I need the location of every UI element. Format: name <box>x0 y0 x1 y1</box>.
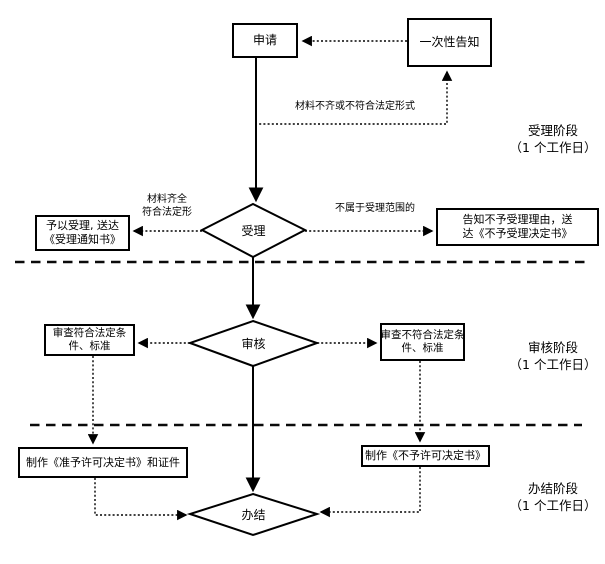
apply-box-label: 申请 <box>252 33 277 47</box>
stage-label-accept: 受理阶段 （1 个工作日） <box>503 122 603 156</box>
reject-accept-line2: 达《不予受理决定书》 <box>462 227 573 240</box>
one-time-notice-box: 一次性告知 <box>407 18 492 67</box>
review-pass-line1: 审查符合法定条 <box>52 326 127 339</box>
review-fail-line2: 件、标准 <box>401 342 444 354</box>
stage-accept-name: 受理阶段 <box>527 123 578 138</box>
stage-complete-name: 办结阶段 <box>527 481 578 496</box>
edge-label-materials-incomplete: 材料不齐或不符合法定形式 <box>295 101 415 112</box>
review-pass-line2: 件、标准 <box>68 340 111 352</box>
stage-accept-duration: （1 个工作日） <box>509 140 597 155</box>
reject-accept-line1: 告知不予受理理由，送 <box>462 213 573 227</box>
edge-label-materials-complete-line2: 符合法定形 <box>142 206 192 218</box>
stage-review-name: 审核阶段 <box>527 340 578 355</box>
edge-label-materials-complete-line1: 材料齐全 <box>147 194 187 205</box>
accept-diamond-shape <box>199 202 308 259</box>
make-reject-label: 制作《不予许可决定书》 <box>365 449 486 463</box>
review-fail-box: 审查不符合法定条 件、标准 <box>380 323 465 361</box>
review-diamond-shape <box>187 319 321 368</box>
stage-label-complete: 办结阶段 （1 个工作日） <box>503 480 603 514</box>
make-permit-label: 制作《准予许可决定书》和证件 <box>26 455 180 469</box>
grant-accept-box: 予以受理, 送达 《受理通知书》 <box>35 215 130 251</box>
stage-complete-duration: （1 个工作日） <box>509 498 597 513</box>
complete-diamond-shape <box>186 492 321 537</box>
one-time-notice-label: 一次性告知 <box>419 35 480 49</box>
make-reject-box: 制作《不予许可决定书》 <box>361 445 490 467</box>
stage-label-review: 审核阶段 （1 个工作日） <box>503 339 603 373</box>
grant-accept-line1: 予以受理, 送达 <box>46 219 119 233</box>
apply-box: 申请 <box>232 23 298 58</box>
stage-review-duration: （1 个工作日） <box>509 357 597 372</box>
review-pass-box: 审查符合法定条 件、标准 <box>44 324 135 356</box>
arrow-reject-to-complete <box>319 467 421 518</box>
review-fail-line1: 审查不符合法定条 <box>380 328 465 341</box>
arrow-incomplete-to-notice <box>255 70 453 125</box>
arrow-permit-to-complete <box>94 478 188 521</box>
make-permit-box: 制作《准予许可决定书》和证件 <box>18 447 188 478</box>
edge-label-materials-complete: 材料齐全 符合法定形 <box>132 194 202 219</box>
reject-accept-box: 告知不予受理理由，送 达《不予受理决定书》 <box>436 208 599 246</box>
edge-label-not-in-scope: 不属于受理范围的 <box>335 203 415 214</box>
grant-accept-line2: 《受理通知书》 <box>44 233 121 246</box>
